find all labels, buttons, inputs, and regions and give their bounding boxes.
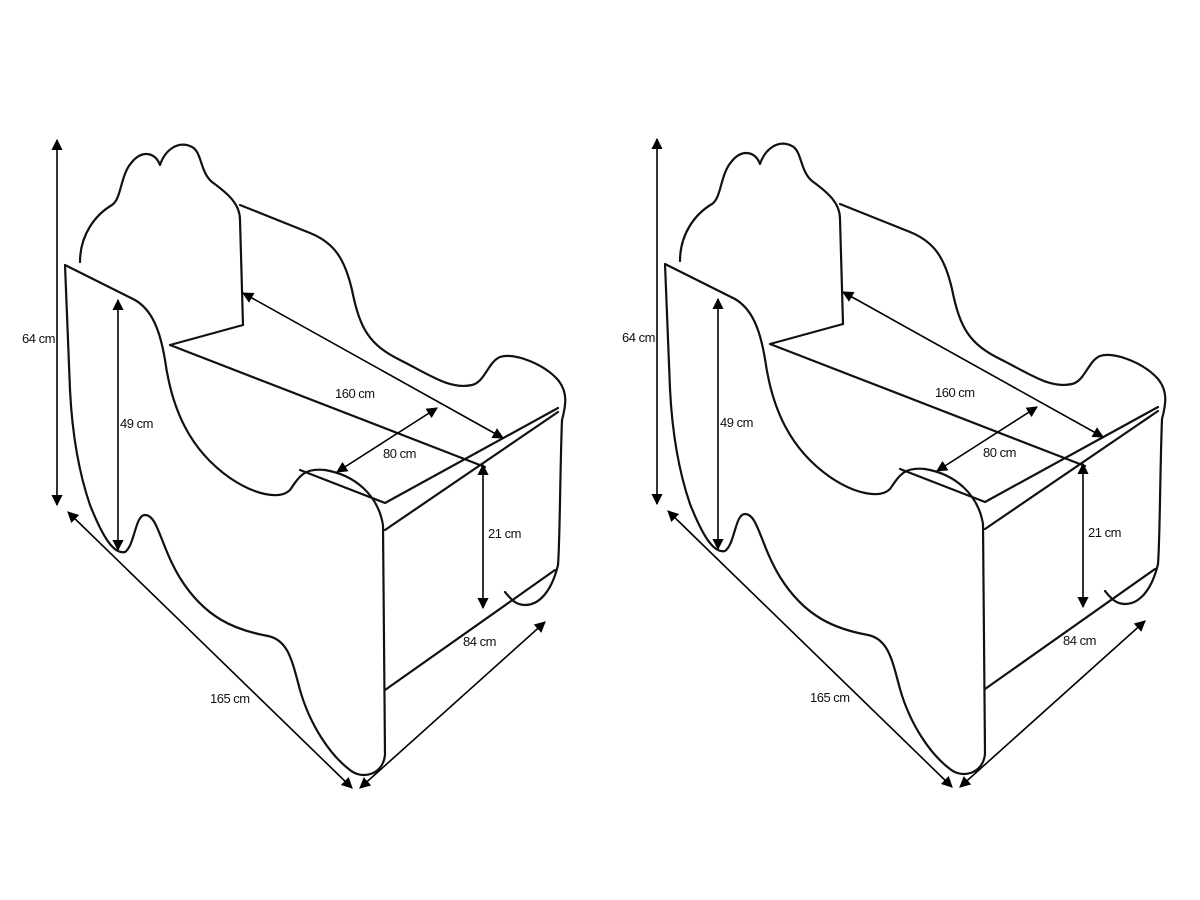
bed-outline [663, 142, 1167, 776]
label-84cm: 84 cm [1063, 633, 1096, 648]
bed-view-left: 64 cm 49 cm 160 cm 80 cm 21 cm 84 cm 165… [22, 138, 567, 789]
label-49cm: 49 cm [120, 416, 153, 431]
side-rail [238, 203, 567, 607]
width-80-line [936, 406, 1038, 472]
width-84-line [359, 621, 546, 789]
label-21cm: 21 cm [488, 526, 521, 541]
label-160cm: 160 cm [935, 385, 975, 400]
label-64cm: 64 cm [622, 330, 655, 345]
label-165cm: 165 cm [210, 691, 250, 706]
label-64cm: 64 cm [22, 331, 55, 346]
side-rail [838, 202, 1167, 606]
length-160-line [842, 291, 1104, 438]
headboard [678, 142, 845, 326]
length-165-line [667, 510, 953, 788]
width-80-line [336, 407, 438, 473]
width-84-line [959, 620, 1146, 788]
length-165-line [67, 511, 353, 789]
dimension-lines: 64 cm 49 cm 160 cm 80 cm 21 cm 84 cm 165… [622, 137, 1146, 788]
label-49cm: 49 cm [720, 415, 753, 430]
label-160cm: 160 cm [335, 386, 375, 401]
label-21cm: 21 cm [1088, 525, 1121, 540]
bed-outline [63, 143, 567, 777]
mattress-edge [168, 323, 560, 692]
headboard [78, 143, 245, 327]
dimension-lines: 64 cm 49 cm 160 cm 80 cm 21 cm 84 cm 165… [22, 138, 546, 789]
label-80cm: 80 cm [983, 445, 1016, 460]
label-84cm: 84 cm [463, 634, 496, 649]
mattress-edge [768, 322, 1160, 691]
label-165cm: 165 cm [810, 690, 850, 705]
length-160-line [242, 292, 504, 439]
label-80cm: 80 cm [383, 446, 416, 461]
bed-view-right: 64 cm 49 cm 160 cm 80 cm 21 cm 84 cm 165… [622, 137, 1167, 788]
